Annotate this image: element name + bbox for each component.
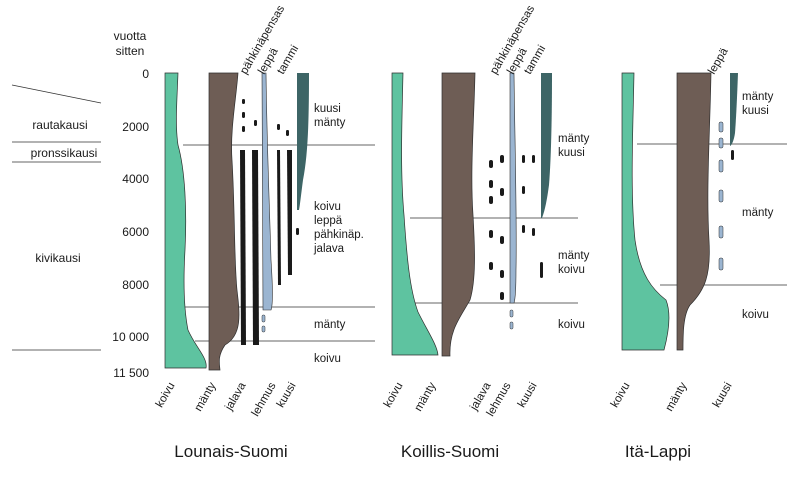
axis-ticks: 0 2000 4000 6000 8000 10 000 11 500 (112, 67, 149, 380)
bottom-label-manty: mänty (193, 380, 219, 413)
axis-tick: 0 (142, 67, 149, 81)
axis-tick: 10 000 (112, 330, 149, 344)
curve-manty (441, 72, 476, 357)
axis-tick: 6000 (122, 225, 149, 239)
trace-marks (489, 155, 543, 300)
zone-label: mänty (742, 207, 774, 219)
zone-label: koivu (558, 319, 585, 331)
zone-label: koivu (314, 201, 341, 213)
axis-tick: 4000 (122, 172, 149, 186)
curve-pahkinapensas (252, 150, 259, 345)
curve-manty (208, 72, 240, 371)
zone-label: koivu (742, 309, 769, 321)
period-label: pronssikausi (31, 146, 98, 160)
zone-label: mänty (558, 133, 590, 145)
bottom-label-lehmus: lehmus (250, 380, 279, 418)
zone-label: mänty (314, 117, 346, 129)
zone-label: jalava (313, 243, 345, 255)
zone-label: mänty (742, 91, 774, 103)
zone-label: mänty (314, 319, 346, 331)
axis-tick: 2000 (122, 120, 149, 134)
curve-kuusi (287, 150, 292, 275)
trace-mark (731, 150, 734, 160)
curve-lehmus (277, 150, 281, 285)
region-title: Lounais-Suomi (174, 442, 287, 461)
leppa-trace-marks (509, 309, 514, 330)
periods: rautakausi pronssikausi kivikausi (11, 84, 102, 351)
curve-koivu (391, 72, 439, 356)
bottom-label-manty: mänty (413, 380, 439, 413)
bottom-label-kuusi: kuusi (275, 381, 299, 410)
region-lounais-suomi: pähkinäpensas leppä tammi koivu mänty ja… (154, 3, 375, 461)
curve-koivu (621, 72, 670, 351)
axis-title-line2: sitten (116, 44, 145, 58)
zone-label: leppä (314, 215, 343, 227)
bottom-label-koivu: koivu (609, 381, 633, 410)
bottom-label-kuusi: kuusi (711, 381, 735, 410)
zone-label: kuusi (742, 105, 769, 117)
leppa-trace-marks (261, 314, 266, 333)
curve-leppa (730, 73, 738, 146)
region-koillis-suomi: pähkinäpensas leppä tammi koivu mänty ja… (382, 3, 590, 461)
region-ita-lappi: leppä koivu mänty kuusi mänty kuusi mänt… (609, 46, 787, 461)
curve-koivu (164, 72, 207, 369)
bottom-label-koivu: koivu (382, 381, 406, 410)
region-title: Itä-Lappi (625, 442, 691, 461)
trace-marks (242, 99, 299, 235)
axis-title-line1: vuotta (114, 29, 147, 43)
curve-manty (676, 72, 712, 351)
top-label-tammi: tammi (275, 43, 301, 76)
top-label-tammi: tammi (522, 43, 548, 76)
curve-leppa (509, 72, 517, 304)
period-divider (11, 84, 102, 104)
kuusi-trace-marks (718, 121, 724, 271)
top-label-leppa: leppä (706, 46, 731, 77)
period-label: kivikausi (35, 251, 80, 265)
bottom-label-jalava: jalava (223, 380, 249, 413)
bottom-label-manty: mänty (664, 380, 690, 413)
zone-label: kuusi (558, 147, 585, 159)
axis-tick: 8000 (122, 278, 149, 292)
curve-tammi (297, 73, 309, 210)
zone-label: koivu (314, 353, 341, 365)
zone-label: kuusi (314, 103, 341, 115)
region-title: Koillis-Suomi (401, 442, 499, 461)
axis-tick: 11 500 (113, 366, 149, 380)
curve-leppa (261, 72, 273, 311)
zone-label: pähkinäp. (314, 229, 364, 241)
curve-jalava (240, 150, 246, 345)
zone-label: mänty (558, 250, 590, 262)
curve-tammi (541, 73, 552, 218)
bottom-label-koivu: koivu (154, 381, 178, 410)
period-label: rautakausi (32, 118, 87, 132)
bottom-label-kuusi: kuusi (516, 381, 540, 410)
zone-label: koivu (558, 264, 585, 276)
